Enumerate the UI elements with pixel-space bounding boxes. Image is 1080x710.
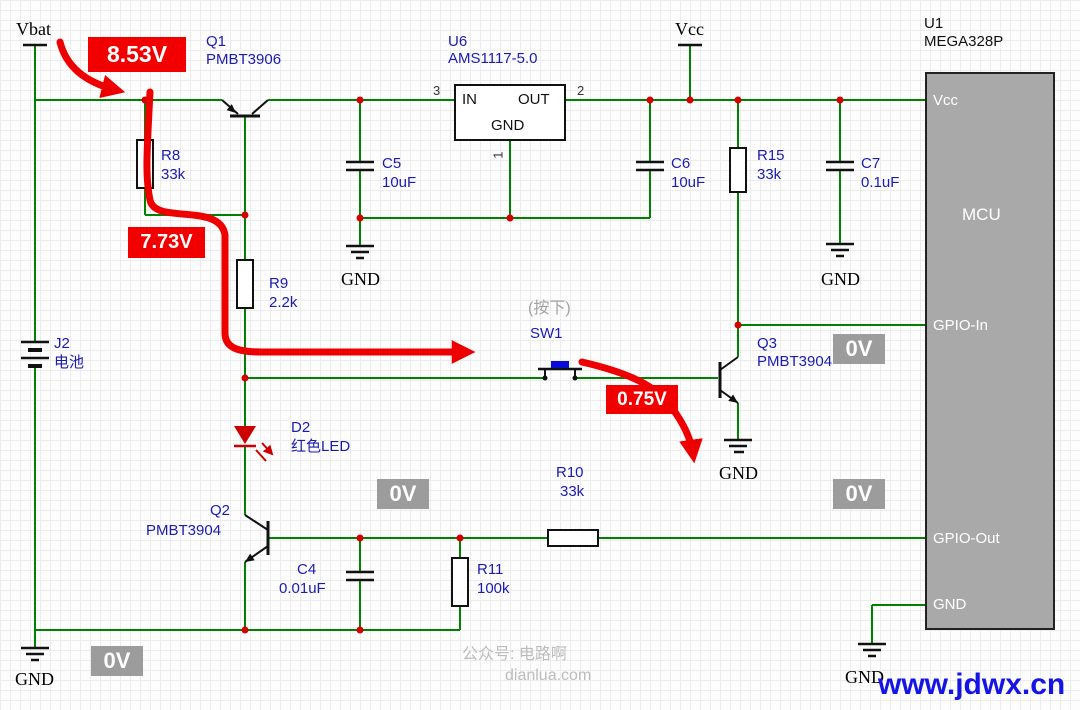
resistor-r9-symbol xyxy=(236,259,254,309)
capacitor-c6-symbol xyxy=(636,160,664,172)
gnd-label-c7: GND xyxy=(821,269,860,289)
vbat-label: Vbat xyxy=(16,19,51,39)
r10-ref: R10 xyxy=(556,464,584,481)
gnd-symbol-c5 xyxy=(346,244,374,260)
capacitor-c4-symbol xyxy=(346,570,374,582)
junction-dots xyxy=(141,96,844,634)
c6-ref: C6 xyxy=(671,155,691,172)
transistor-q1-symbol xyxy=(221,99,269,118)
u6-pin-in-label: IN xyxy=(462,91,477,108)
wires xyxy=(34,45,925,648)
r8-ref: R8 xyxy=(161,147,181,164)
q2-ref: Q2 xyxy=(210,502,231,519)
mcu-pin-gpio-out: GPIO-Out xyxy=(933,530,1000,547)
r9-ref: R9 xyxy=(269,275,289,292)
d2-ref: D2 xyxy=(291,419,311,436)
zero-volt-badge-gpio-out-pin: 0V xyxy=(833,479,885,509)
vcc-label: Vcc xyxy=(675,19,704,39)
transistor-q2-symbol xyxy=(244,514,270,563)
q1-value: PMBT3906 xyxy=(206,51,282,68)
capacitor-c7-symbol xyxy=(826,160,854,172)
sw1-ref: SW1 xyxy=(530,325,563,342)
gnd-symbols xyxy=(21,242,886,662)
voltage-badge-vbat: 8.53V xyxy=(88,37,186,72)
mcu-body-label: MCU xyxy=(962,205,1001,224)
j2-value: 电池 xyxy=(54,354,85,371)
resistor-r11-symbol xyxy=(451,557,469,607)
gnd-symbol-bottom-left xyxy=(21,646,49,662)
c7-ref: C7 xyxy=(861,155,881,172)
resistor-r15-symbol xyxy=(729,147,747,193)
j2-ref: J2 xyxy=(54,335,70,352)
gnd-label-c5: GND xyxy=(341,269,380,289)
mcu-pin-gnd: GND xyxy=(933,596,967,613)
mcu-pin-gpio-in: GPIO-In xyxy=(933,317,989,334)
q2-value: PMBT3904 xyxy=(146,522,222,539)
u1-ref: U1 xyxy=(924,15,944,32)
c4-ref: C4 xyxy=(297,561,317,578)
gnd-label-mcu: GND xyxy=(845,667,884,687)
r8-value: 33k xyxy=(161,166,186,183)
d2-value: 红色LED xyxy=(291,438,351,455)
q1-ref: Q1 xyxy=(206,33,227,50)
u6-pin-out-label: OUT xyxy=(518,91,550,108)
u1-value: MEGA328P xyxy=(924,33,1004,50)
flow-arrow-to-sw1 xyxy=(143,88,476,364)
capacitor-plates xyxy=(346,160,854,582)
led-d2-symbol xyxy=(234,426,272,461)
c5-value: 10uF xyxy=(382,174,417,191)
u6-ref: U6 xyxy=(448,33,468,50)
u6-pin-gnd-number: 1 xyxy=(490,151,506,159)
u6-pin-gnd-label: GND xyxy=(491,117,525,134)
resistor-bodies xyxy=(136,84,747,607)
c6-value: 10uF xyxy=(671,174,706,191)
r10-value: 33k xyxy=(560,483,585,500)
q3-value: PMBT3904 xyxy=(757,353,833,370)
watermark-site: dianlua.com xyxy=(505,667,592,684)
zero-volt-badge-gpio-out-wire: 0V xyxy=(377,479,429,509)
zero-volt-badge-gpio-in: 0V xyxy=(833,334,885,364)
r11-ref: R11 xyxy=(477,561,504,578)
c5-ref: C5 xyxy=(382,155,402,172)
transistor-q3-symbol xyxy=(718,356,739,404)
voltage-badge-q1-base: 7.73V xyxy=(128,227,205,258)
r9-value: 2.2k xyxy=(269,294,298,311)
c7-value: 0.1uF xyxy=(861,174,900,191)
battery-j2-symbol xyxy=(21,340,49,368)
gnd-symbol-q3 xyxy=(724,438,752,454)
mcu-pin-vcc: Vcc xyxy=(933,92,959,109)
q3-ref: Q3 xyxy=(757,335,778,352)
r15-ref: R15 xyxy=(757,147,785,164)
gnd-symbol-mcu xyxy=(858,642,886,658)
r15-value: 33k xyxy=(757,166,782,183)
regulator-u6-body xyxy=(454,84,566,141)
u6-value: AMS1117-5.0 xyxy=(448,50,538,67)
capacitor-c5-symbol xyxy=(346,160,374,172)
resistor-r10-symbol xyxy=(547,529,599,547)
voltage-badge-q3-base: 0.75V xyxy=(606,385,678,414)
gnd-symbol-c7 xyxy=(826,242,854,258)
u6-pin-in-number: 3 xyxy=(433,83,441,98)
switch-sw1-symbol xyxy=(538,361,582,381)
zero-volt-badge-gnd-rail: 0V xyxy=(91,646,143,676)
sw1-note: (按下) xyxy=(528,300,571,317)
mcu-u1-body xyxy=(925,72,1055,630)
gnd-label-bottom-left: GND xyxy=(15,669,54,689)
watermark-corner: www.jdwx.cn xyxy=(878,668,1066,701)
watermark-wechat: 公众号: 电路啊 xyxy=(462,646,567,663)
c4-value: 0.01uF xyxy=(279,580,326,597)
gnd-label-q3: GND xyxy=(719,463,758,483)
u6-pin-out-number: 2 xyxy=(577,83,585,98)
flow-arrow-vbat xyxy=(56,38,126,99)
r11-value: 100k xyxy=(477,580,510,597)
